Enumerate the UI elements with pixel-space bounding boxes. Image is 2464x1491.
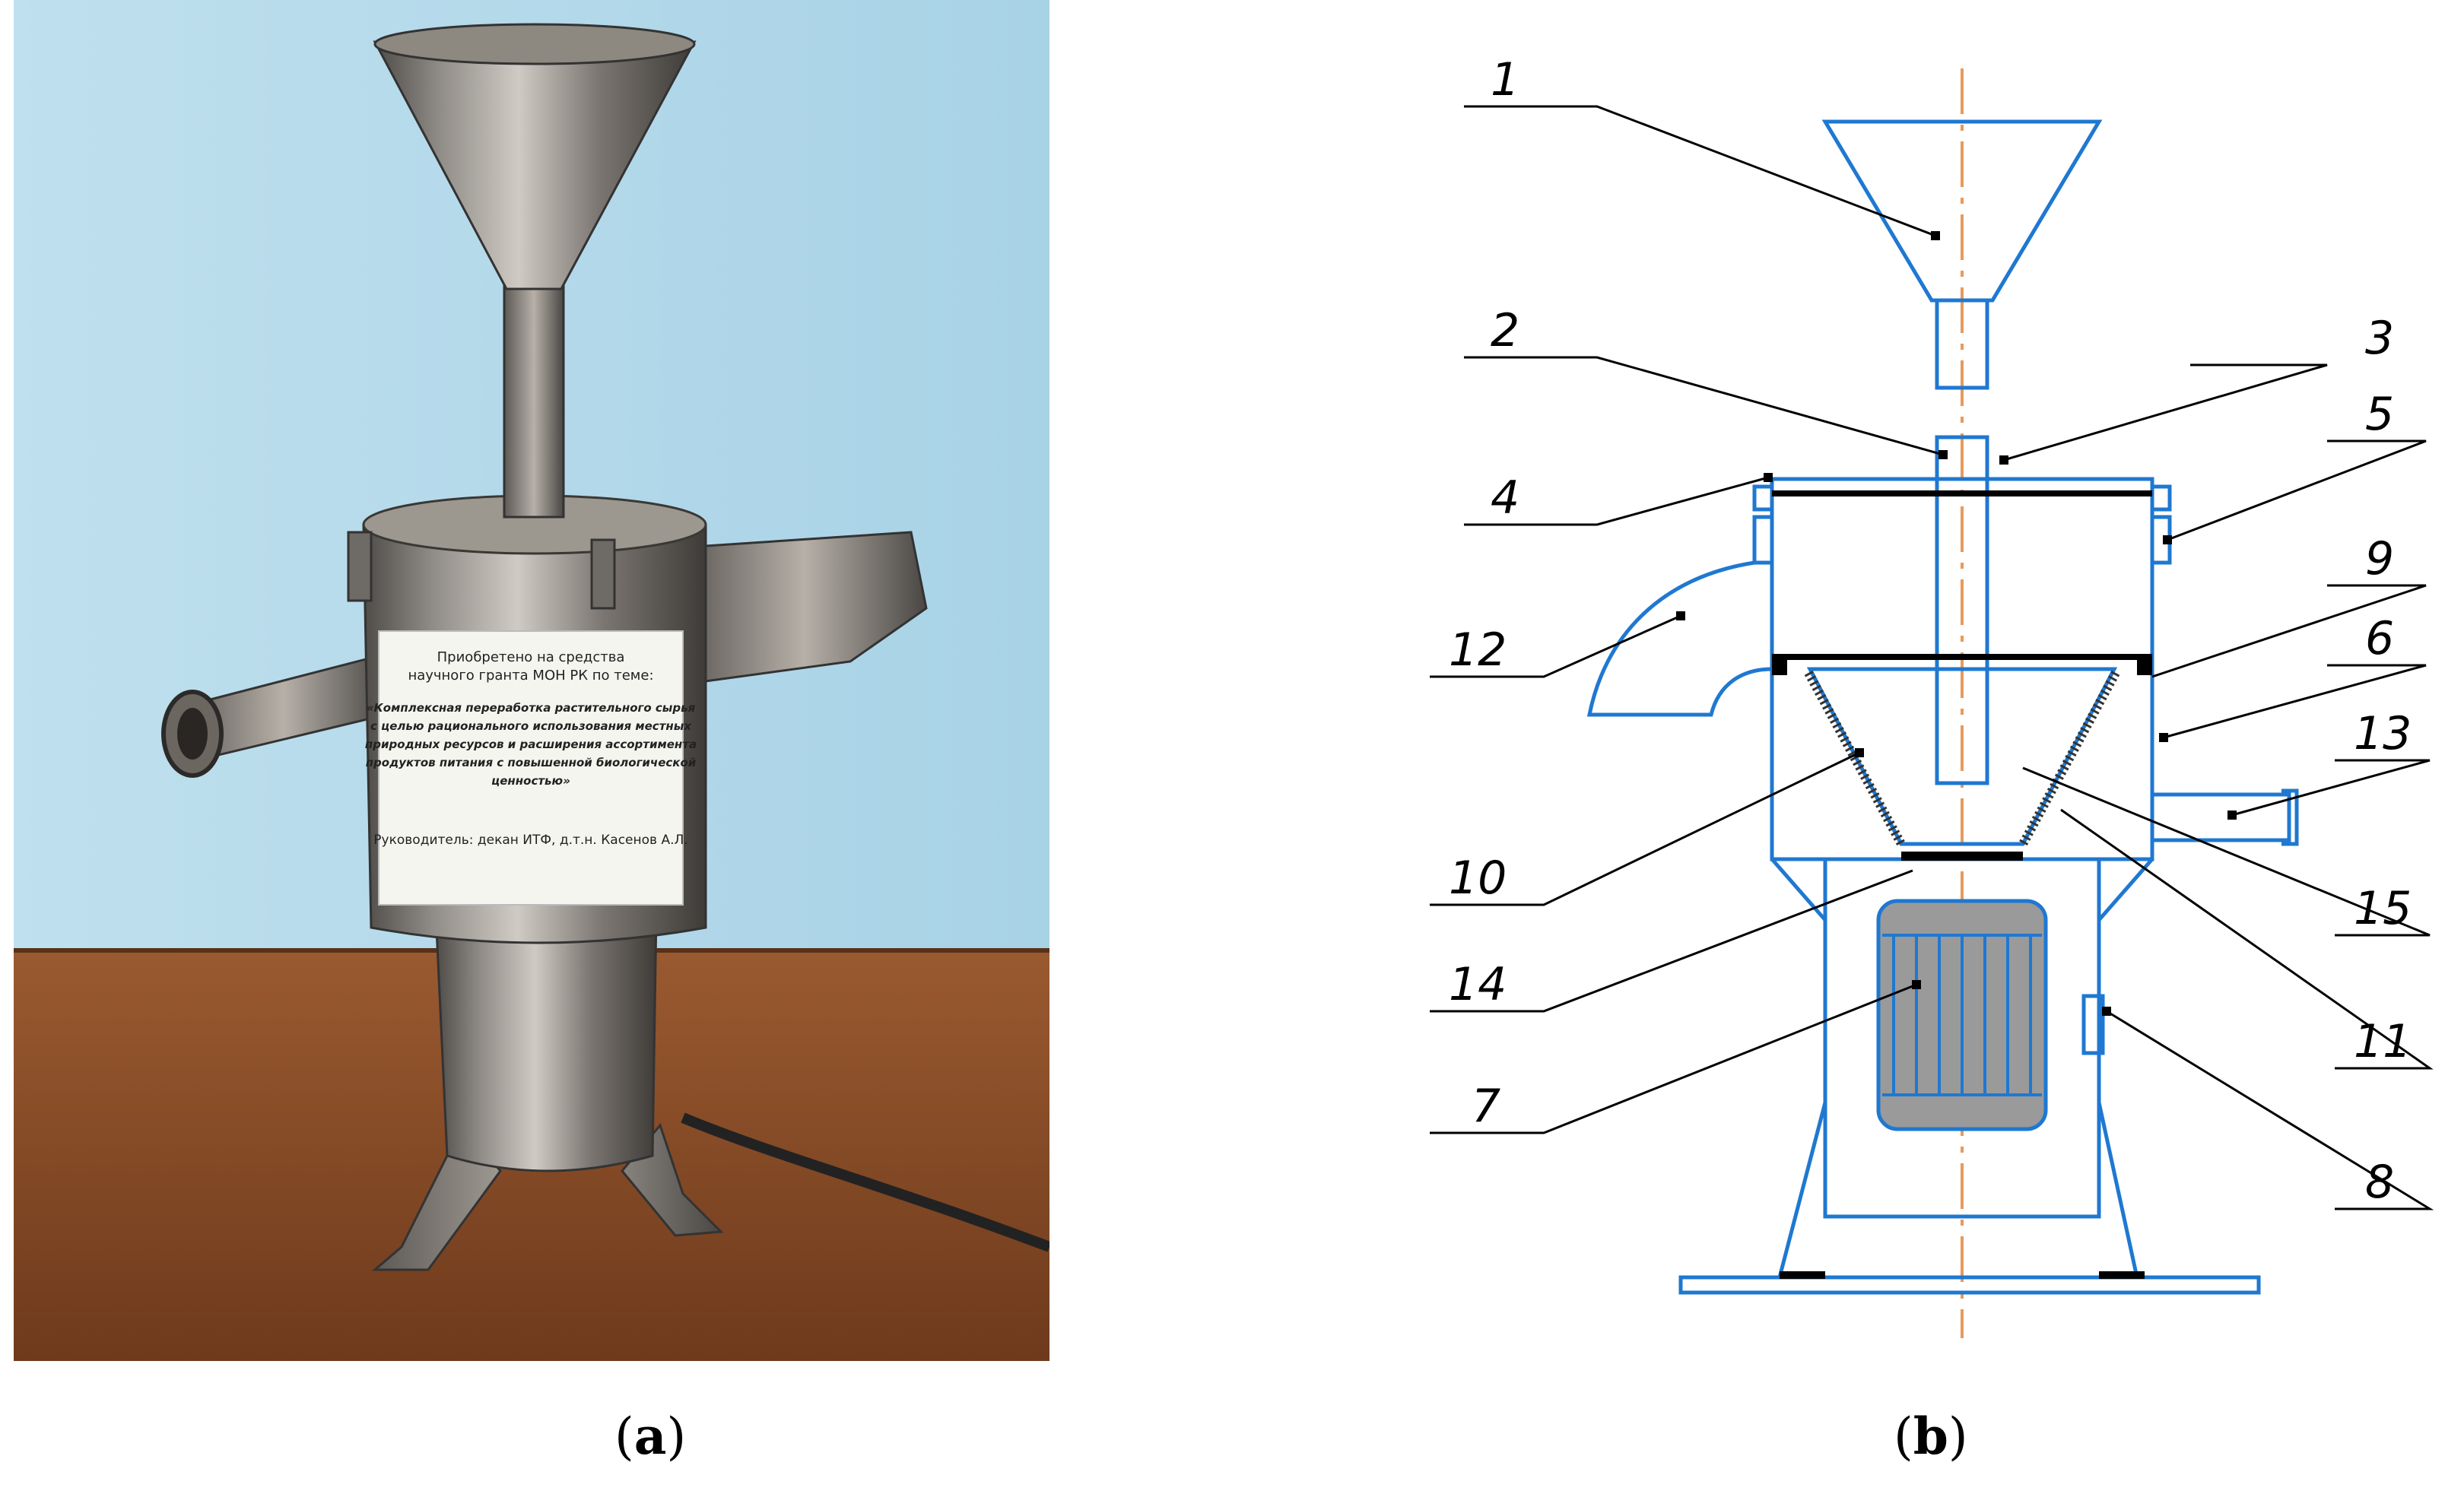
schematic-diagram: 1 2 3 4 5 9 6 12 13 10 15 14 7 11 8 (1430, 53, 2434, 1338)
label-line: ценностью» (491, 774, 570, 788)
schematic-panel: 1 2 3 4 5 9 6 12 13 10 15 14 7 11 8 (1399, 30, 2464, 1338)
funnel-spout (1935, 298, 1989, 390)
clamp-left (347, 531, 373, 602)
callout-14: 14 (1449, 958, 1507, 1011)
label-line: продуктов питания с повышенной биологиче… (366, 756, 697, 769)
label-line: «Комплексная переработка растительного с… (367, 701, 696, 715)
callout-12: 12 (1449, 623, 1507, 677)
feed-pipe (503, 280, 565, 519)
label-line: Руководитель: декан ИТФ, д.т.н. Касенов … (373, 833, 687, 848)
lower-frame (1772, 857, 2152, 1219)
callout-10: 10 (1449, 852, 1507, 905)
photo-label-sheet: Приобретено на средства научного гранта … (365, 630, 697, 906)
callout-3: 3 (2365, 312, 2394, 365)
callout-13: 13 (2354, 707, 2412, 760)
callout-11: 11 (2354, 1015, 2412, 1068)
side-pipe (2150, 792, 2291, 842)
label-line: природных ресурсов и расширения ассортим… (365, 738, 697, 751)
callout-15: 15 (2354, 882, 2412, 935)
callout-4: 4 (1491, 471, 1519, 525)
callout-1: 1 (1491, 53, 1519, 106)
callout-6: 6 (2365, 612, 2394, 665)
clamp-right (590, 538, 616, 610)
caption-a: (a) (614, 1407, 687, 1466)
label-line: Приобретено на средства (437, 649, 625, 665)
power-cable (681, 1112, 1049, 1252)
chute-outline (1586, 560, 1773, 717)
lower-housing (434, 911, 658, 1172)
callout-8: 8 (2365, 1156, 2394, 1209)
callout-7: 7 (1472, 1080, 1500, 1133)
callout-5: 5 (2365, 388, 2394, 441)
callout-2: 2 (1491, 304, 1519, 357)
base-plate (1678, 1275, 2261, 1295)
caption-b: (b) (1894, 1407, 1968, 1466)
funnel-outline (1821, 119, 2103, 303)
label-line: с целью рационального использования мест… (370, 719, 692, 733)
shaft (1935, 435, 1989, 785)
callout-9: 9 (2365, 532, 2394, 585)
machine-photo: Приобретено на средства научного гранта … (14, 0, 1049, 1361)
photo-panel: Приобретено на средства научного гранта … (14, 0, 1049, 1361)
label-line: научного гранта МОН РК по теме: (408, 668, 653, 684)
